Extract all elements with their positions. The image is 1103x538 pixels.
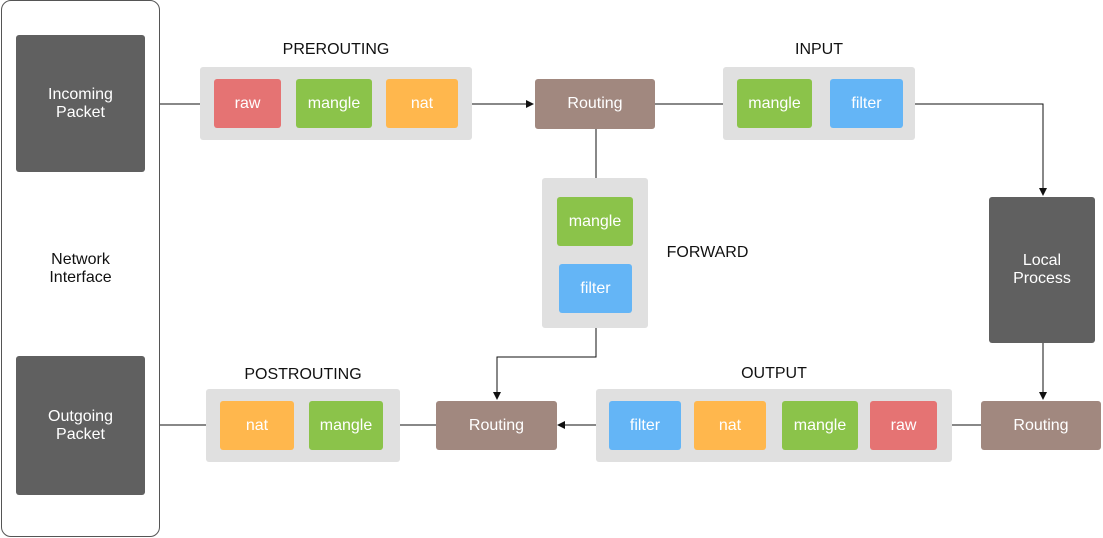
prerouting-nat-table: nat: [386, 79, 458, 128]
arrow-forward-to-routing: [493, 313, 597, 400]
input-mangle-table: mangle: [737, 79, 812, 128]
prerouting-mangle-table: mangle: [296, 79, 372, 128]
local-process-box: Local Process: [989, 197, 1095, 343]
arrow-input-to-local-process: [903, 103, 1047, 196]
routing-decision-output: Routing: [981, 401, 1101, 450]
outgoing-packet-box: Outgoing Packet: [16, 356, 145, 495]
routing-decision-postrouting: Routing: [436, 401, 557, 450]
postrouting-mangle-table: mangle: [309, 401, 383, 450]
postrouting-title: POSTROUTING: [244, 366, 362, 383]
input-filter-table: filter: [830, 79, 903, 128]
output-raw-table: raw: [870, 401, 937, 450]
output-mangle-table: mangle: [782, 401, 858, 450]
forward-filter-table: filter: [559, 264, 632, 313]
output-filter-table: filter: [609, 401, 681, 450]
forward-mangle-table: mangle: [557, 197, 633, 246]
network-interface-label: Network Interface: [49, 251, 112, 286]
forward-title: FORWARD: [666, 244, 749, 261]
output-title: OUTPUT: [741, 365, 807, 382]
routing-decision-prerouting: Routing: [535, 79, 655, 129]
prerouting-raw-table: raw: [214, 79, 281, 128]
input-title: INPUT: [795, 41, 843, 58]
postrouting-nat-table: nat: [220, 401, 294, 450]
output-nat-table: nat: [694, 401, 766, 450]
prerouting-title: PREROUTING: [282, 41, 390, 58]
incoming-packet-box: Incoming Packet: [16, 35, 145, 172]
